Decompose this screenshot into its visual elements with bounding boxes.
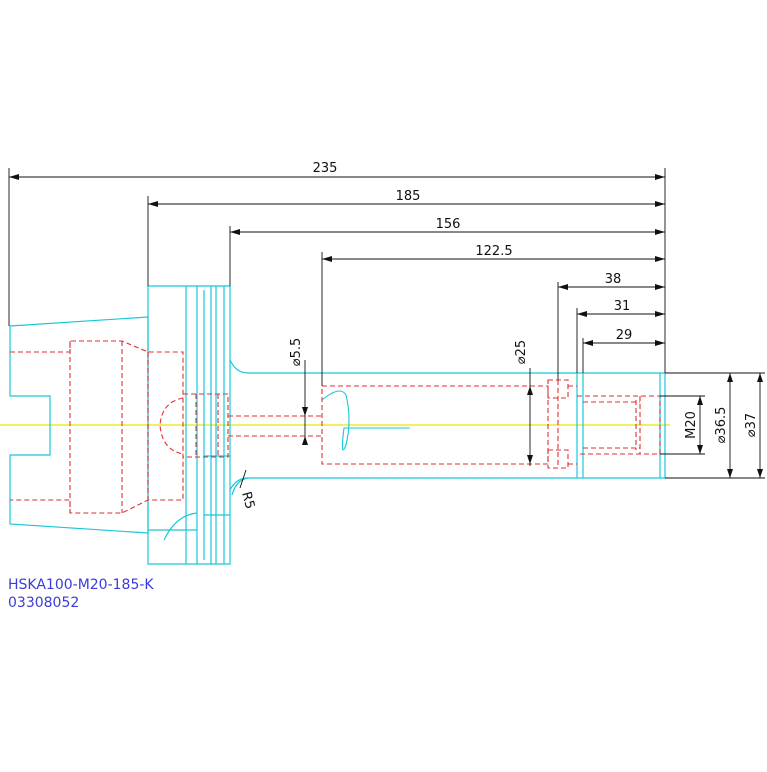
dim-dia-37: ⌀37 — [744, 413, 759, 437]
dim-dia-5-5: ⌀5.5 — [289, 338, 304, 367]
collar-outline — [211, 285, 231, 565]
part-number: 03308052 — [8, 595, 79, 611]
drill-spiral — [321, 390, 410, 451]
main-bore — [321, 385, 549, 465]
dim-156: 156 — [436, 217, 461, 232]
dim-185: 185 — [396, 189, 421, 204]
dim-dia-36-5: ⌀36.5 — [714, 407, 729, 444]
hsk-inner-bore — [10, 340, 184, 514]
v-groove-outline — [197, 285, 212, 565]
dim-r5: R5 — [238, 490, 257, 511]
dim-m20: M20 — [684, 411, 699, 439]
part-name: HSKA100-M20-185-K — [8, 577, 154, 593]
dim-31: 31 — [614, 299, 631, 314]
m20-thread — [577, 395, 661, 455]
dim-38: 38 — [605, 272, 622, 287]
dim-235: 235 — [313, 161, 338, 176]
dim-dia-25: ⌀25 — [514, 340, 529, 364]
arrowheads — [9, 174, 763, 478]
shaft-outline — [229, 359, 666, 491]
dim-29: 29 — [616, 328, 633, 343]
hidden-lines — [10, 340, 661, 514]
dim-122-5: 122.5 — [475, 244, 512, 259]
flange-bore — [183, 393, 229, 458]
coolant-hole — [228, 415, 322, 437]
dimension-lines — [8, 168, 765, 489]
